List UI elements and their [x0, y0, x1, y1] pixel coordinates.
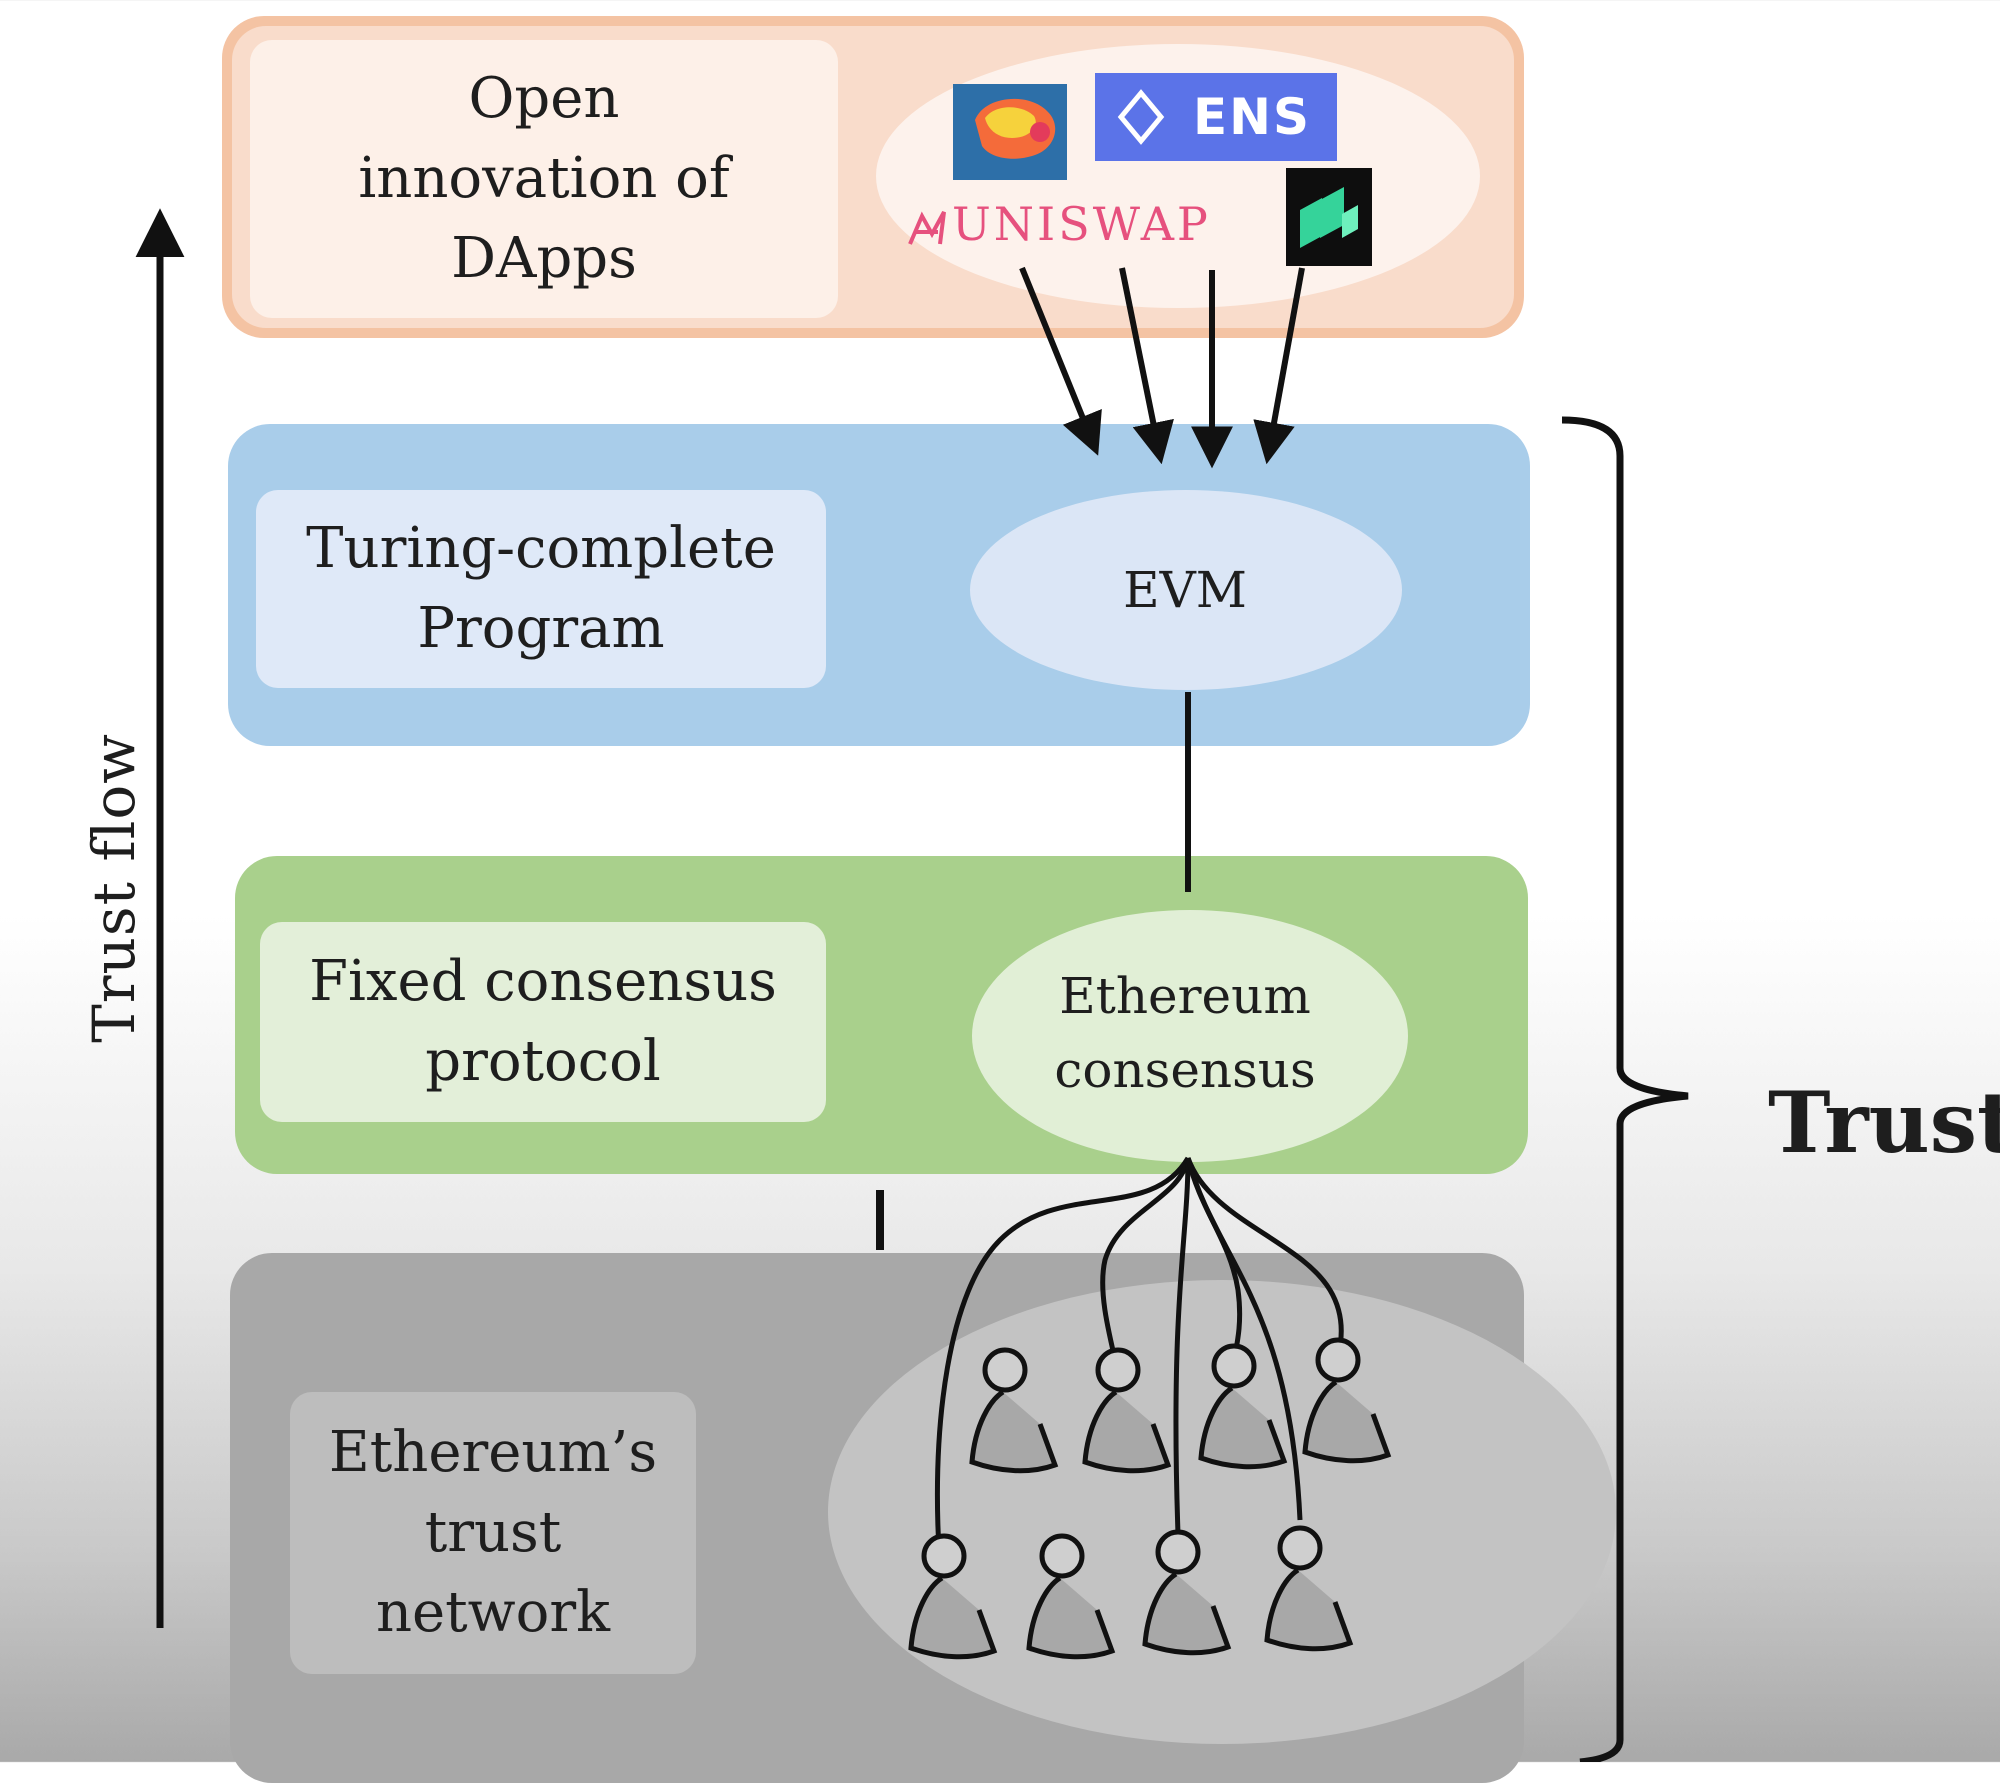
consensus-label-box: Fixed consensus protocol: [260, 922, 826, 1122]
node-icon: [908, 1533, 998, 1660]
node-icon: [1264, 1525, 1354, 1652]
evm-ellipse: [970, 490, 1402, 690]
compound-logo-icon: [1286, 168, 1372, 266]
trust-label: Trust: [1768, 1073, 2000, 1172]
program-label: Turing-complete Program: [306, 516, 776, 661]
dapp-arrow-2: [1119, 267, 1174, 465]
consensus-link: [1185, 1157, 1303, 1521]
node-icon: [969, 1347, 1059, 1474]
ens-logo-text: ENS: [1192, 88, 1311, 146]
evm-label: EVM: [1123, 561, 1247, 619]
consensus-link: [1100, 1157, 1191, 1373]
network-label: Ethereum’s trust network: [328, 1420, 658, 1645]
node-icon: [1198, 1343, 1288, 1470]
node-icon: [1082, 1347, 1172, 1474]
trust-brace: [1561, 416, 1689, 1762]
dapp-arrow-4: [1253, 267, 1305, 465]
node-icon: [1142, 1529, 1232, 1656]
program-label-box: Turing-complete Program: [256, 490, 826, 688]
node-icon: [1026, 1533, 1116, 1660]
uniswap-logo-text: UNISWAP: [952, 197, 1211, 251]
consensus-link: [935, 1156, 1191, 1569]
trust-flow-label: Trust flow: [80, 733, 148, 1043]
network-nodes: [908, 1337, 1392, 1660]
consensus-link: [1173, 1157, 1191, 1535]
dapp-arrow-1: [1019, 266, 1102, 456]
ens-diamond-icon: [1117, 89, 1165, 145]
ethereum-consensus-ellipse: [972, 910, 1408, 1162]
consensus-link: [1185, 1157, 1344, 1357]
network-label-box: Ethereum’s trust network: [290, 1392, 696, 1674]
consensus-links: [935, 1156, 1344, 1569]
dapps-label-box: Open innovation of DApps: [250, 40, 838, 318]
dapps-label: Open innovation of DApps: [358, 66, 730, 291]
uniswap-unicorn-icon: [908, 211, 946, 245]
consensus-label: Fixed consensus protocol: [309, 949, 777, 1094]
node-icon: [1302, 1337, 1392, 1464]
network-ellipse: [828, 1280, 1616, 1744]
uniswap-logo: UNISWAP: [908, 196, 1226, 252]
ethereum-consensus-label: Ethereum consensus: [1054, 967, 1316, 1099]
ens-logo: ENS: [1095, 73, 1337, 161]
dapp-logo-icon: [953, 84, 1067, 180]
